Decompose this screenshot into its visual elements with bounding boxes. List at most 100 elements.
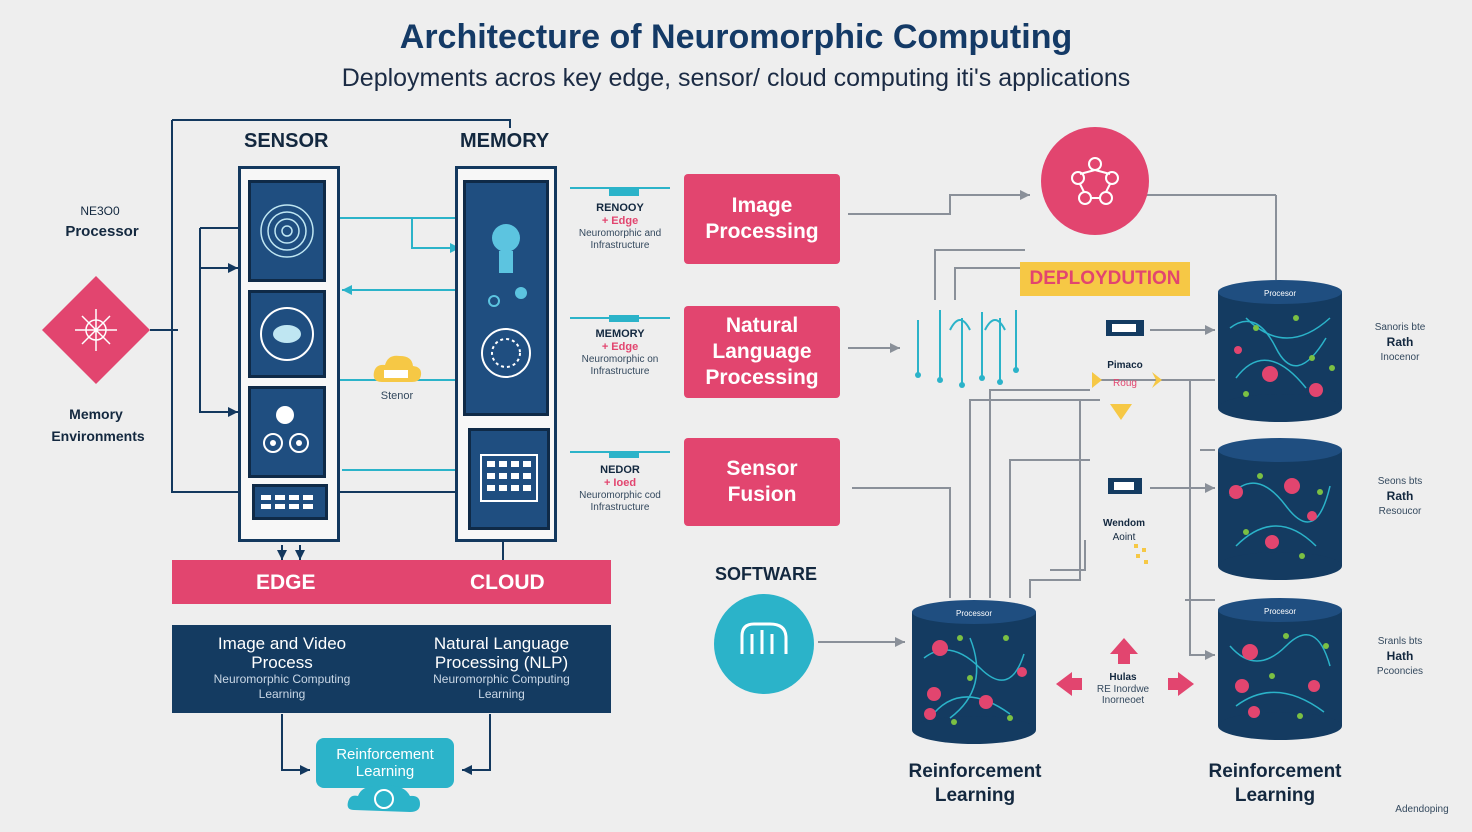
chip-label-b2: Aoint (1112, 532, 1136, 543)
mid-label-sub2-1: Infrastructure (590, 240, 650, 251)
app-2-line-3: Processing (705, 366, 819, 389)
mid-label-top-2: MEMORY (595, 328, 645, 340)
mid-label-mid-2: + Edge (601, 341, 639, 353)
bottom-left-line-1: Reinforcement (908, 761, 1042, 782)
cylinder-bottom-right-label: Procesor (1264, 607, 1296, 616)
app-1-line-2: Processing (705, 220, 819, 243)
sensor-header: SENSOR (244, 130, 329, 152)
mid-label-sub2-3: Infrastructure (590, 502, 650, 513)
chip-label-c3: Inorneoet (1101, 695, 1145, 706)
right-label-2-mid: Rath (1386, 489, 1414, 503)
right-label-3-top: Sranls bts (1377, 636, 1423, 647)
memory-tile-chip (468, 428, 550, 530)
mid-label-top-1: RENOOY (596, 202, 644, 214)
mid-label-mid-3: + Ioed (603, 477, 637, 489)
neural-network-circle-icon (1041, 127, 1149, 235)
deployment-badge: DEPLOYDUTION (1020, 262, 1190, 296)
left-panel-sub-1: Neuromorphic Computing (213, 672, 351, 686)
right-label-1-top: Sanoris bte (1374, 322, 1426, 333)
yellow-arrows-icon (1092, 372, 1162, 420)
app-3-line-2: Fusion (727, 483, 797, 506)
bottom-right-line-1: Reinforcement (1208, 761, 1342, 782)
grid-icon (261, 495, 313, 509)
chip-icon (1108, 478, 1142, 494)
page-title: Architecture of Neuromorphic Computing (399, 18, 1073, 56)
right-label-1-mid: Rath (1386, 335, 1414, 349)
reinforcement-line-1: Reinforcement (336, 746, 434, 763)
processor-cylinder-top: Procesor (1218, 280, 1342, 422)
edge-label: EDGE (256, 571, 316, 594)
chip-small-icon (609, 315, 639, 322)
mid-label-mid-1: + Edge (601, 215, 639, 227)
right-panel-sub-1: Neuromorphic Computing (433, 672, 570, 686)
fingerprint-icon (260, 204, 314, 258)
cloud-icon (373, 355, 422, 382)
mid-label-sub1-3: Neuromorphic cod (579, 490, 661, 501)
mid-label-sub1-1: Neuromorphic and (578, 228, 662, 239)
sensor-tile-fingerprint (248, 180, 326, 282)
right-panel-title-2: Processing (NLP) (434, 653, 569, 672)
chip-label-c2: RE Inordwe (1096, 684, 1150, 695)
chip-small-icon (609, 451, 639, 458)
processor-diamond-icon (42, 276, 150, 384)
software-brain-icon (714, 594, 814, 694)
bottom-right-label: Reinforcement Learning (1190, 760, 1360, 808)
app-3-line-1: Sensor (726, 457, 798, 480)
page-subtitle: Deployments acros key edge, sensor/ clou… (341, 64, 1131, 92)
app-1-line-1: Image (731, 194, 793, 217)
left-panel-title-1: Image and Video (217, 634, 347, 653)
processor-cylinder-middle (1218, 438, 1342, 580)
right-label-2-bot: Resoucor (1378, 506, 1422, 517)
memory-tile-neural (463, 180, 549, 416)
sensor-tile-grid (252, 484, 328, 520)
bottom-left-line-2: Learning (934, 785, 1016, 806)
pink-arrows-icon (1056, 638, 1194, 696)
yellow-spark-icon (1134, 544, 1148, 564)
chip-label-a2: Roug (1113, 378, 1137, 389)
edge-cloud-bar: EDGE CLOUD (172, 560, 611, 604)
chip-label-a1: Pimaco (1107, 360, 1143, 371)
app-2-line-1: Natural (725, 314, 799, 337)
right-label-3-mid: Hath (1386, 649, 1414, 663)
applications-panel: Image and Video Process Neuromorphic Com… (172, 625, 611, 713)
cells-icon (263, 406, 309, 453)
processor-cylinder-bottom-left: Processor (912, 600, 1036, 744)
cylinder-top-label: Procesor (1264, 289, 1296, 298)
left-panel-title-2: Process (251, 653, 313, 672)
processor-code-label: NE3O0 (80, 204, 120, 218)
brain-cloud-icon (347, 785, 420, 812)
environments-label: Environments (51, 428, 145, 444)
memory-header: MEMORY (460, 130, 550, 152)
left-panel-sub-2: Learning (258, 687, 306, 701)
mid-label-sub1-2: Neuromorphic on (581, 354, 659, 365)
corner-note: Adendoping (1395, 804, 1449, 815)
right-label-2-top: Seons bts (1377, 476, 1423, 487)
right-label-3-bot: Pcooncies (1376, 666, 1424, 677)
bottom-right-line-2: Learning (1234, 785, 1316, 806)
reinforcement-line-2: Learning (355, 763, 415, 780)
bottom-left-label: Reinforcement Learning (890, 760, 1060, 808)
reinforcement-learning-box: Reinforcement Learning (316, 738, 454, 788)
mid-label-group-3: NEDOR + Ioed Neuromorphic cod Infrastruc… (575, 446, 665, 514)
chip-label-b1: Wendom (1102, 518, 1146, 529)
chip-icon (1106, 320, 1144, 336)
sensor-tile-cells (248, 386, 326, 478)
processor-label: Processor (65, 223, 139, 240)
chip-grid-icon (480, 454, 538, 502)
mid-label-sub2-2: Infrastructure (590, 366, 650, 377)
sensor-tile-scanner (248, 290, 326, 378)
processor-cylinder-bottom-right: Procesor (1218, 598, 1342, 740)
right-panel-sub-2: Learning (478, 687, 525, 701)
mid-label-top-3: NEDOR (600, 464, 640, 476)
cloud-icon-label: Stenor (380, 390, 414, 402)
right-label-1-bot: Inocenor (1380, 352, 1420, 363)
chip-label-c1: Hulas (1109, 672, 1137, 683)
software-label: SOFTWARE (715, 564, 817, 584)
right-panel-title-1: Natural Language (433, 634, 570, 653)
memory-label: Memory (69, 406, 123, 422)
mid-label-group-1: RENOOY + Edge Neuromorphic and Infrastru… (575, 184, 665, 252)
mid-label-group-2: MEMORY + Edge Neuromorphic on Infrastruc… (575, 310, 665, 378)
